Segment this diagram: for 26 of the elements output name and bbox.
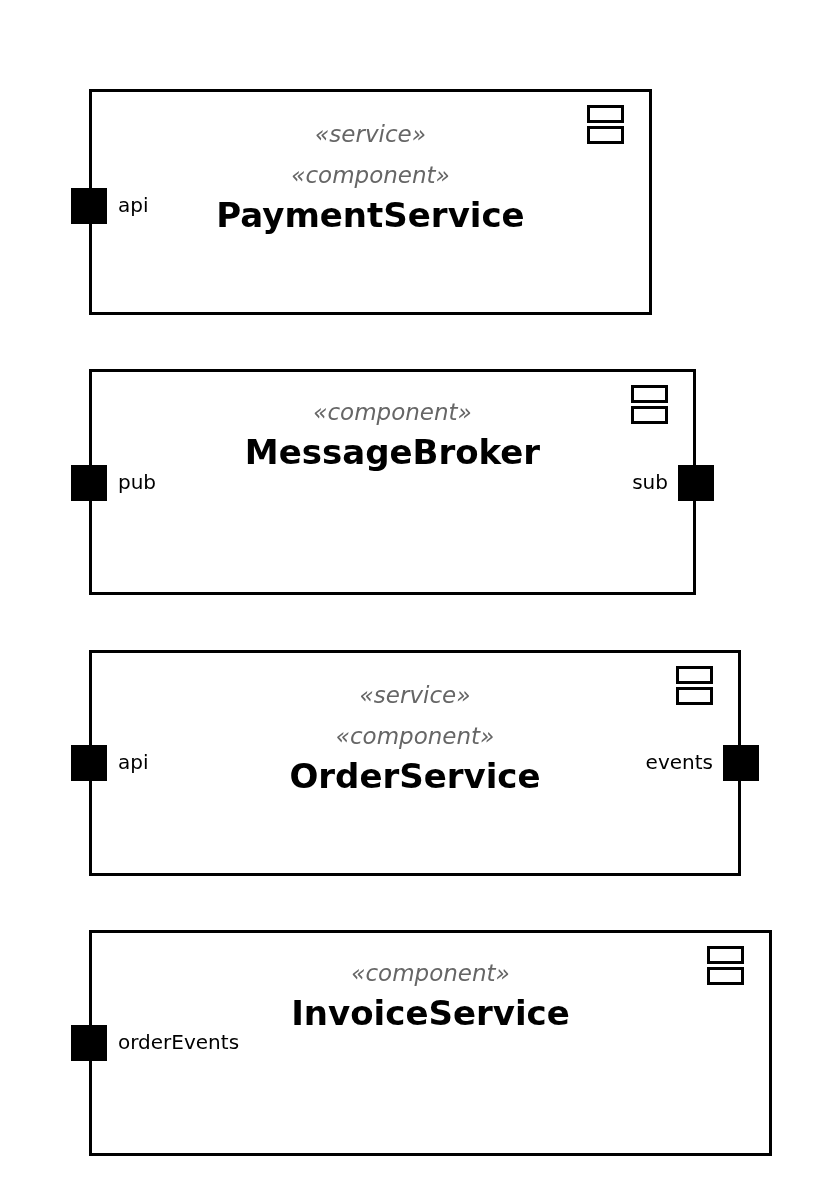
stereotype-label: «component» [291, 161, 450, 190]
port-label: events [645, 750, 713, 774]
component-name: PaymentService [216, 196, 525, 234]
port-label: pub [118, 470, 157, 494]
component-box [89, 650, 741, 876]
stereotype-label: «component» [351, 959, 510, 988]
port-label: api [118, 750, 149, 774]
component-box [89, 369, 696, 595]
component-box [89, 930, 772, 1156]
port-square [71, 465, 107, 501]
stereotype-label: «component» [313, 398, 472, 427]
port-square [678, 465, 714, 501]
stereotype-label: «service» [315, 120, 426, 149]
port-label: api [118, 193, 149, 217]
port-label: sub [632, 470, 668, 494]
port-square [71, 745, 107, 781]
component-name: InvoiceService [291, 994, 570, 1032]
port-square [723, 745, 759, 781]
stereotype-label: «service» [359, 681, 471, 710]
port-label: orderEvents [118, 1030, 240, 1054]
component-box [89, 89, 652, 315]
component-name: OrderService [289, 757, 541, 795]
component-name: MessageBroker [244, 433, 541, 471]
stereotype-label: «component» [335, 722, 495, 751]
port-square [71, 188, 107, 224]
port-square [71, 1025, 107, 1061]
